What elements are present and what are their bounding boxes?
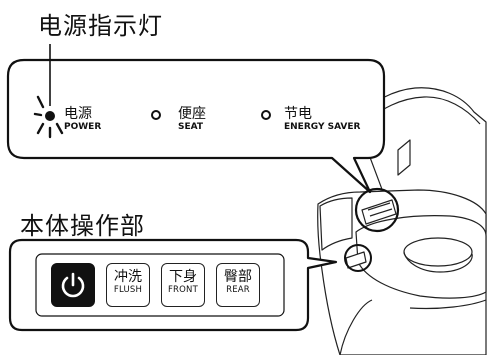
energy-saver-indicator-label: 节电: [284, 106, 312, 122]
rear-button-label: 臀部: [224, 269, 252, 285]
front-button-label: 下身: [169, 269, 197, 285]
power-icon: [61, 272, 84, 297]
power-button[interactable]: [51, 263, 95, 307]
power-indicator: 电源 POWER: [64, 106, 102, 133]
seat-indicator-label-en: SEAT: [178, 122, 204, 132]
seat-indicator-label: 便座: [178, 106, 206, 122]
indicator-callout-frame: [6, 58, 386, 194]
flush-button-label: 冲洗: [114, 269, 142, 285]
indicator-off-icon: [151, 110, 161, 120]
energy-saver-indicator: 节电 ENERGY SAVER: [284, 106, 361, 133]
indicator-lit-icon: [33, 95, 64, 139]
toilet-illustration: [317, 87, 487, 355]
flush-button-label-en: FLUSH: [113, 285, 143, 295]
indicator-highlight-circle: [354, 187, 400, 233]
energy-saver-indicator-label-en: ENERGY SAVER: [284, 122, 361, 132]
indicator-heading: 电源指示灯: [38, 12, 163, 40]
indicator-off-icon: [261, 110, 271, 120]
power-indicator-label: 电源: [64, 106, 92, 122]
front-button[interactable]: 下身 FRONT: [161, 263, 205, 307]
flush-button[interactable]: 冲洗 FLUSH: [106, 263, 150, 307]
panel-highlight-circle: [344, 244, 372, 272]
rear-button-label-en: REAR: [226, 285, 250, 295]
rear-button[interactable]: 臀部 REAR: [216, 263, 260, 307]
seat-indicator: 便座 SEAT: [178, 106, 206, 133]
power-indicator-label-en: POWER: [64, 122, 102, 132]
front-button-label-en: FRONT: [167, 285, 199, 295]
control-panel-heading: 本体操作部: [20, 212, 145, 240]
